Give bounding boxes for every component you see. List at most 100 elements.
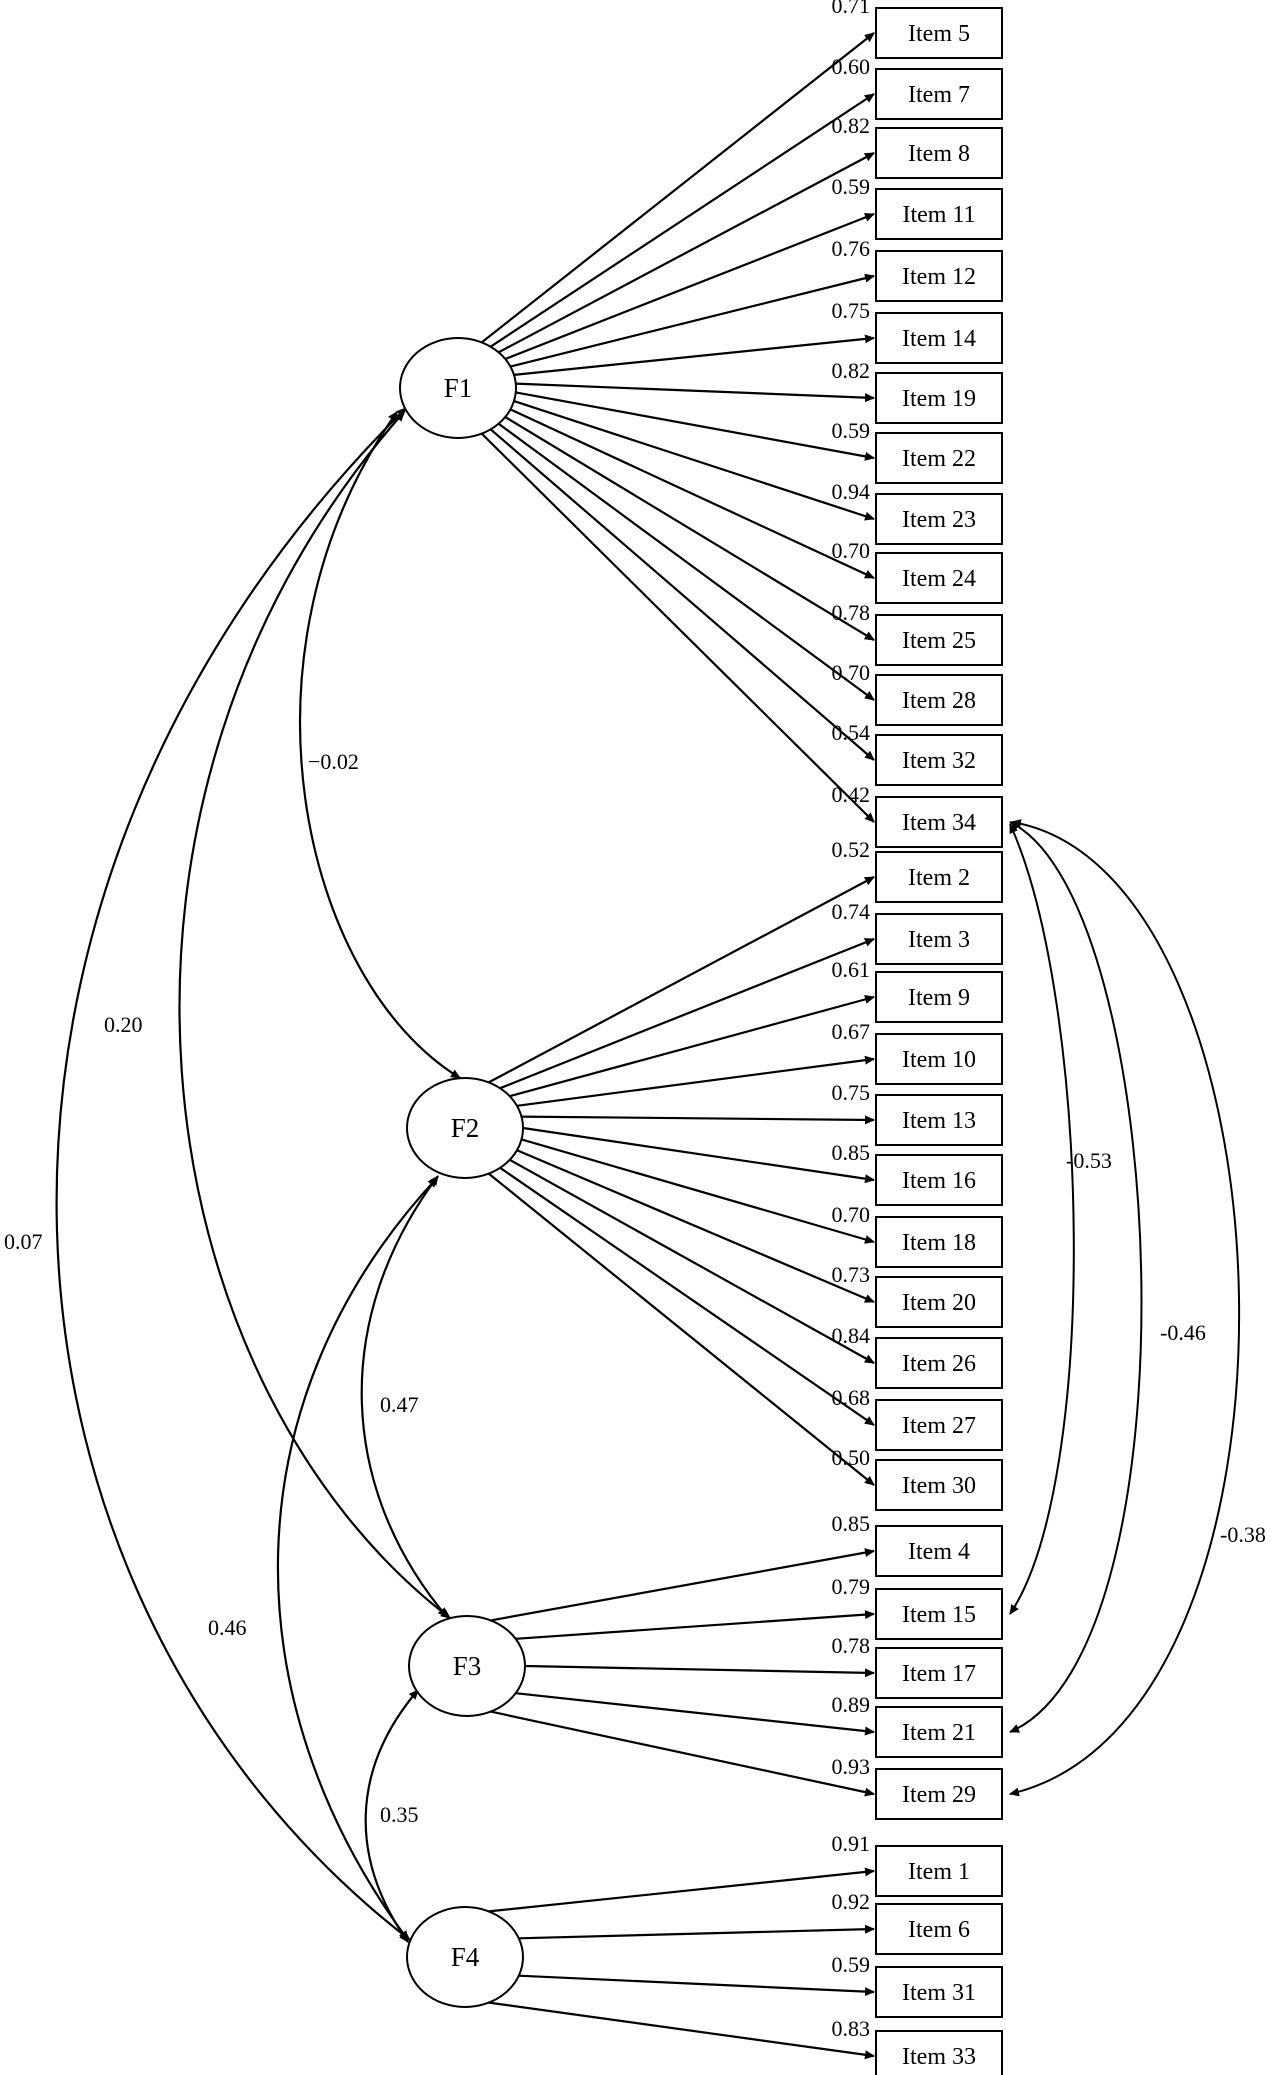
item-label: Item 21 [902,1720,976,1746]
item-box-item-9: Item 9 [875,971,1003,1023]
item-box-item-2: Item 2 [875,851,1003,903]
loading-value-item-22: 0.59 [832,418,871,443]
loading-value-item-3: 0.74 [832,899,871,924]
factor-f1: F1 [399,337,517,439]
loading-arrow-item-32 [489,428,875,761]
factor-label: F3 [453,1651,482,1681]
loading-value-item-5: 0.71 [832,0,871,18]
item-box-item-21: Item 21 [875,1706,1003,1758]
item-label: Item 28 [902,688,976,714]
item-label: Item 23 [902,507,976,533]
loading-value-item-31: 0.59 [832,1952,871,1977]
item-label: Item 3 [908,927,970,953]
loading-value-item-11: 0.59 [832,174,871,199]
item-rect [875,1337,1003,1389]
item-box-item-4: Item 4 [875,1525,1003,1577]
error-covariance-value-item-29: -0.38 [1220,1522,1266,1547]
loading-value-item-12: 0.76 [832,236,871,261]
item-box-item-34: Item 34 [875,796,1003,848]
item-box-item-12: Item 12 [875,250,1003,302]
item-rect [875,851,1003,903]
item-rect [875,1154,1003,1206]
loading-value-item-18: 0.70 [832,1202,871,1227]
loading-value-item-30: 0.50 [832,1445,871,1470]
correlation-curve-f1-f2 [299,411,461,1079]
correlation-value-f3-f4: 0.35 [380,1802,419,1827]
error-covariance-value-item-21: -0.46 [1160,1320,1206,1345]
item-rect [875,796,1003,848]
correlation-value-f1-f3: 0.20 [104,1012,143,1037]
item-rect [875,372,1003,424]
item-rect [875,432,1003,484]
loading-arrow-item-16 [522,1126,875,1184]
item-rect [875,1216,1003,1268]
item-box-item-10: Item 10 [875,1033,1003,1085]
item-label: Item 19 [902,386,976,412]
loading-value-item-14: 0.75 [832,298,871,323]
loading-arrow-item-34 [480,432,875,823]
loading-arrow-item-17 [524,1664,875,1678]
item-box-item-14: Item 14 [875,312,1003,364]
item-label: Item 18 [902,1230,976,1256]
item-label: Item 12 [902,264,976,290]
factor-label: F4 [451,1942,480,1972]
item-box-item-7: Item 7 [875,68,1003,120]
factor-ellipse [406,1906,524,2008]
item-label: Item 30 [902,1473,976,1499]
loading-value-item-29: 0.93 [832,1754,871,1779]
loading-arrow-item-13 [521,1115,875,1125]
loading-value-item-10: 0.67 [832,1019,871,1044]
factor-ellipse [408,1615,526,1717]
loading-value-item-2: 0.52 [832,837,871,862]
item-box-item-1: Item 1 [875,1845,1003,1897]
item-label: Item 16 [902,1168,976,1194]
item-label: Item 4 [908,1539,970,1565]
item-label: Item 20 [902,1290,976,1316]
item-rect [875,188,1003,240]
loading-value-item-19: 0.82 [832,358,871,383]
item-rect [875,1276,1003,1328]
item-box-item-22: Item 22 [875,432,1003,484]
item-box-item-11: Item 11 [875,188,1003,240]
correlation-curve-f3-f4 [364,1689,419,1943]
loading-arrow-item-24 [509,408,875,579]
error-covariance-curve-item-34-item-29 [1009,819,1241,1797]
item-label: Item 14 [902,326,976,352]
item-label: Item 6 [908,1917,970,1943]
item-rect [875,2030,1003,2075]
item-box-item-20: Item 20 [875,1276,1003,1328]
item-rect [875,1647,1003,1699]
loading-value-item-6: 0.92 [832,1889,871,1914]
item-box-item-25: Item 25 [875,614,1003,666]
factor-ellipse [406,1077,524,1179]
loading-arrow-item-29 [490,1710,875,1797]
item-label: Item 8 [908,141,970,167]
loading-arrow-item-8 [498,152,875,354]
correlation-curve-f2-f4 [276,1177,438,1941]
correlation-value-f1-f4: 0.07 [4,1229,43,1254]
item-rect [875,913,1003,965]
item-label: Item 33 [902,2044,976,2070]
item-box-item-31: Item 31 [875,1966,1003,2018]
loading-arrow-item-22 [515,391,875,461]
item-label: Item 32 [902,748,976,774]
loading-value-item-4: 0.85 [832,1511,871,1536]
correlation-curve-f1-f3 [178,411,451,1619]
item-label: Item 27 [902,1413,976,1439]
loading-arrow-item-21 [515,1692,875,1736]
item-rect [875,674,1003,726]
loading-value-item-24: 0.70 [832,538,871,563]
item-label: Item 15 [902,1602,976,1628]
loading-arrow-item-28 [497,422,875,701]
item-rect [875,1903,1003,1955]
error-covariance-curve-item-34-item-21 [1009,821,1143,1733]
loading-arrow-item-3 [499,937,875,1090]
loading-arrow-item-25 [504,416,875,641]
item-label: Item 34 [902,810,976,836]
loading-arrow-item-1 [488,1867,875,1913]
item-rect [875,1966,1003,2018]
loading-value-item-20: 0.73 [832,1262,871,1287]
item-rect [875,7,1003,59]
item-box-item-16: Item 16 [875,1154,1003,1206]
